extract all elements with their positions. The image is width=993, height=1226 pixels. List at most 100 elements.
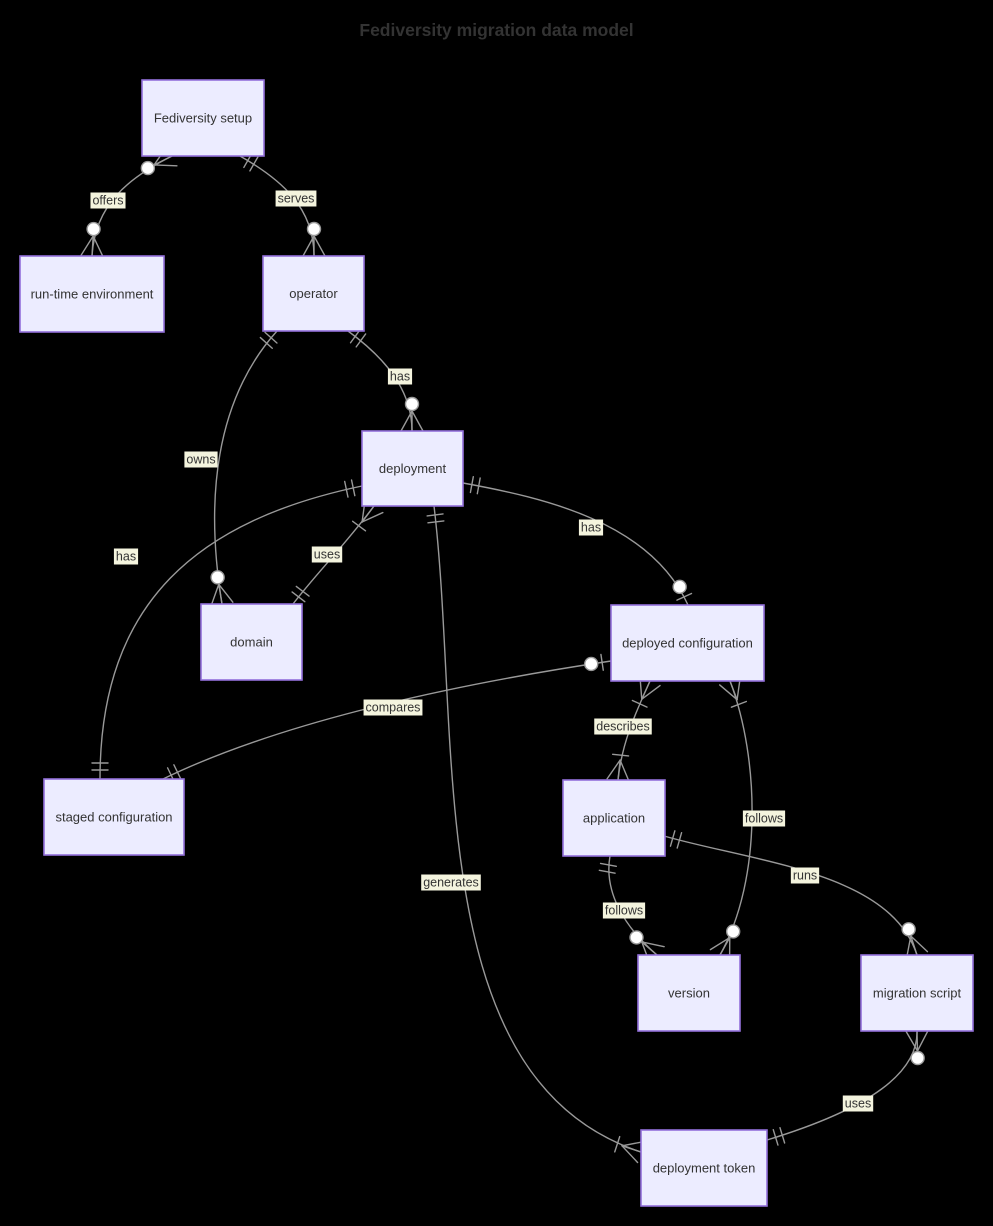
entity-box bbox=[562, 779, 666, 857]
relationship-operator-domain bbox=[210, 330, 278, 607]
crow-foot-leg bbox=[361, 511, 384, 523]
relationship-line bbox=[213, 330, 278, 605]
cardinality-tick bbox=[355, 333, 367, 348]
entity-label: application bbox=[583, 811, 645, 826]
relationship-label-text: serves bbox=[278, 192, 315, 206]
relationship-label-describes: describes bbox=[594, 718, 652, 735]
relationship-label-offers: offers bbox=[90, 192, 126, 209]
cardinality-tick bbox=[676, 592, 693, 601]
relationship-label-text: offers bbox=[92, 194, 123, 208]
relationship-label-bg bbox=[363, 699, 423, 716]
cardinality-tick bbox=[730, 700, 748, 708]
relationship-application-migration-script bbox=[663, 830, 929, 960]
crow-foot-leg bbox=[302, 235, 315, 257]
crow-foot-leg bbox=[606, 759, 621, 780]
relationship-label-bg bbox=[594, 718, 652, 735]
relationship-label-bg bbox=[311, 546, 343, 563]
crow-foot-leg bbox=[916, 1030, 929, 1052]
crow-foot-leg bbox=[621, 1145, 639, 1164]
entity-label: run-time environment bbox=[31, 287, 154, 302]
relationship-label-text: runs bbox=[793, 869, 817, 883]
crow-foot-leg bbox=[80, 235, 94, 257]
entity-box bbox=[141, 79, 265, 157]
entity-box bbox=[361, 430, 464, 507]
relationship-label-bg bbox=[421, 874, 481, 891]
cardinality-circle bbox=[140, 160, 156, 176]
cardinality-tick bbox=[600, 653, 604, 671]
crow-foot-leg bbox=[621, 1145, 642, 1153]
relationship-label-text: describes bbox=[596, 720, 650, 734]
cardinality-circle bbox=[86, 221, 101, 237]
cardinality-tick bbox=[598, 869, 616, 874]
crow-foot-leg bbox=[641, 941, 665, 948]
relationship-label-owns: owns bbox=[184, 451, 218, 468]
crow-foot-leg bbox=[617, 759, 621, 781]
entity-box bbox=[610, 604, 765, 682]
cardinality-tick bbox=[611, 753, 630, 757]
relationship-label-bg bbox=[113, 548, 139, 565]
cardinality-circle bbox=[210, 570, 225, 585]
cardinality-tick bbox=[350, 479, 356, 497]
relationship-label-bg bbox=[602, 902, 646, 919]
relationship-label-text: uses bbox=[314, 548, 340, 562]
relationship-label-has: has bbox=[113, 548, 139, 565]
diagram-title: Fediversity migration data model bbox=[359, 20, 634, 40]
entity-label: deployment bbox=[379, 461, 447, 476]
relationship-label-bg bbox=[90, 192, 126, 209]
relationship-label-compares: compares bbox=[363, 699, 423, 716]
cardinality-tick bbox=[476, 477, 481, 495]
entity-box bbox=[262, 255, 365, 332]
entity-domain: domain bbox=[200, 603, 303, 681]
relationship-label-runs: runs bbox=[790, 867, 820, 884]
crow-foot-leg bbox=[153, 155, 173, 166]
cardinality-tick bbox=[772, 1129, 779, 1146]
entity-staged-configuration: staged configuration bbox=[43, 778, 185, 856]
cardinality-circle bbox=[629, 930, 644, 945]
relationship-label-has: has bbox=[578, 519, 604, 536]
crow-foot-leg bbox=[619, 759, 630, 782]
cardinality-tick bbox=[599, 862, 618, 867]
relationship-label-uses: uses bbox=[311, 546, 343, 563]
relationship-label-text: compares bbox=[366, 701, 421, 715]
relationship-label-bg bbox=[578, 519, 604, 536]
crow-foot-leg bbox=[361, 505, 375, 523]
cardinality-tick bbox=[351, 520, 367, 532]
entity-deployment: deployment bbox=[361, 430, 464, 507]
entities-layer: Fediversity setup run-time environment ope… bbox=[19, 79, 974, 1207]
entity-box bbox=[860, 954, 974, 1032]
crow-foot-leg bbox=[905, 1030, 919, 1052]
entity-label: staged configuration bbox=[55, 810, 172, 825]
cardinality-tick bbox=[173, 764, 182, 780]
entity-application: application bbox=[562, 779, 666, 857]
entity-box bbox=[640, 1129, 768, 1207]
cardinality-tick bbox=[291, 591, 306, 603]
cardinality-tick bbox=[259, 336, 273, 349]
crow-foot-leg bbox=[910, 935, 918, 956]
relationship-staged-configuration-deployed-configuration bbox=[162, 653, 612, 783]
entity-box bbox=[637, 954, 741, 1032]
relationship-label-generates: generates bbox=[421, 874, 481, 891]
relationship-label-bg bbox=[790, 867, 820, 884]
relationship-label-bg bbox=[842, 1095, 874, 1112]
relationship-line bbox=[162, 660, 612, 780]
crow-foot-leg bbox=[641, 941, 658, 956]
entity-label: version bbox=[668, 986, 710, 1001]
cardinality-circle bbox=[901, 922, 916, 937]
crow-foot-leg bbox=[641, 680, 651, 700]
crow-foot-leg bbox=[400, 410, 413, 432]
crow-foot-leg bbox=[153, 164, 178, 167]
entity-fediversity-setup: Fediversity setup bbox=[141, 79, 265, 157]
entity-operator: operator bbox=[262, 255, 365, 332]
crow-foot-leg bbox=[719, 936, 731, 956]
crow-foot-leg bbox=[910, 935, 929, 953]
crow-foot-leg bbox=[92, 235, 104, 258]
cardinality-circle bbox=[672, 579, 687, 595]
entity-migration-script: migration script bbox=[860, 954, 974, 1032]
cardinality-circle bbox=[306, 221, 322, 237]
relationship-label-follows: follows bbox=[742, 810, 786, 827]
relationship-label-bg bbox=[184, 451, 218, 468]
cardinality-tick bbox=[343, 480, 349, 498]
entity-version: version bbox=[637, 954, 741, 1032]
